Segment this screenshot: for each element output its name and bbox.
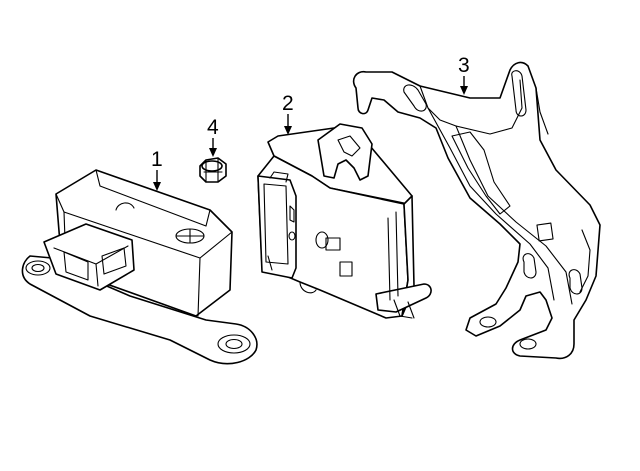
callout-1-label: 1 bbox=[151, 148, 163, 171]
callout-2-arrowhead bbox=[284, 126, 292, 135]
callout-3: 3 bbox=[458, 54, 470, 95]
control-module-part-2 bbox=[257, 123, 432, 319]
callout-1: 1 bbox=[151, 148, 163, 191]
callout-3-arrowhead bbox=[460, 86, 468, 95]
callout-3-label: 3 bbox=[458, 54, 470, 77]
callout-4: 4 bbox=[207, 116, 219, 157]
sensor-module-part-1 bbox=[21, 169, 258, 365]
bracket-part-3 bbox=[352, 61, 601, 360]
nut-part-4 bbox=[199, 157, 227, 183]
callout-2-label: 2 bbox=[282, 92, 294, 115]
callout-1-arrowhead bbox=[153, 182, 161, 191]
callout-4-label: 4 bbox=[207, 116, 219, 139]
callout-2: 2 bbox=[282, 92, 294, 135]
callout-4-arrowhead bbox=[209, 148, 217, 157]
